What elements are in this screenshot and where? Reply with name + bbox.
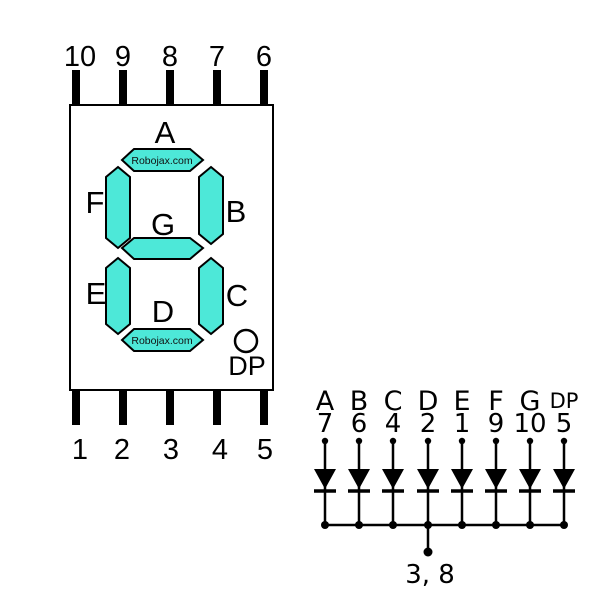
display-package: 10 9 8 7 6 A F B G E C D DP [64,41,274,466]
bottom-pin-numbers: 1 2 3 4 5 [72,434,273,466]
diode-triangle-icon [519,469,541,489]
diode-column-c: C 4 [382,386,404,529]
schematic-segment-letter: B [350,386,369,417]
bottom-pin-leads [72,389,268,425]
schematic-pin-number: 4 [385,409,402,439]
segment-e [105,256,131,336]
schematic-pin-number: 9 [488,409,505,439]
schematic-pin-number: 5 [556,409,573,439]
top-pin-numbers: 10 9 8 7 6 [64,41,272,73]
schematic-pin-number: 7 [317,409,334,439]
diode-column-f: F 9 [485,386,507,529]
schematic-segment-letter: C [384,386,403,417]
bottom-pin-number: 5 [257,434,273,466]
diode-triangle-icon [417,469,439,489]
segment-label-a: A [155,115,176,150]
schematic-segment-letter: DP [550,389,579,413]
segment-label-f: F [86,185,105,220]
pin-lead [119,389,127,425]
segment-g [120,237,205,260]
segment-label-d: D [152,294,174,329]
top-pin-number: 10 [64,41,96,73]
schematic-segment-letter: F [488,386,504,417]
schematic-segment-letter: G [520,386,541,417]
schematic-segment-letter: D [418,386,439,417]
top-pin-number: 6 [256,41,272,73]
top-pin-number: 7 [209,41,225,73]
segment-label-g: G [151,207,175,242]
diode-column-g: G 10 [513,386,547,529]
diode-triangle-icon [348,469,370,489]
segment-label-dp: DP [228,351,266,381]
diode-triangle-icon [451,469,473,489]
diode-column-dp: DP 5 [550,389,579,529]
segment-label-e: E [86,276,107,311]
watermark-text: Robojax.com [131,335,193,347]
diode-schematic: A 7 B 6 C 4 [314,386,578,590]
watermark-text: Robojax.com [131,155,193,167]
segment-dp-circle [233,328,259,354]
segment-label-b: B [226,194,247,229]
bottom-pin-number: 2 [114,434,130,466]
segment-c [198,256,224,336]
pin-lead [166,70,174,107]
pin-lead [213,389,221,425]
bottom-pin-number: 3 [163,434,179,466]
segment-d [120,328,205,352]
bottom-pin-number: 1 [72,434,88,466]
pin-lead [72,389,80,425]
diode-triangle-icon [485,469,507,489]
schematic-pin-number: 2 [420,409,437,439]
diode-triangle-icon [553,469,575,489]
schematic-pin-number: 10 [513,409,546,439]
diode-column-d: D 2 [417,386,439,529]
pin-lead [119,70,127,107]
segment-label-c: C [226,278,248,313]
common-pins-label: 3, 8 [405,560,455,590]
schematic-pin-number: 1 [454,409,471,439]
bottom-pin-number: 4 [212,434,228,466]
top-pin-leads [72,70,268,107]
pin-lead [260,70,268,107]
pin-lead [260,389,268,425]
segment-a [120,148,205,172]
pin-lead [166,389,174,425]
pin-lead [72,70,80,107]
segment-b [198,165,224,246]
schematic-segment-letter: E [453,386,470,417]
segment-f [105,165,131,250]
schematic-segment-letter: A [316,386,335,417]
diode-column-e: E 1 [451,386,473,529]
pin-lead [213,70,221,107]
diode-triangle-icon [314,469,336,489]
schematic-pin-number: 6 [351,409,368,439]
top-pin-number: 9 [115,41,131,73]
top-pin-number: 8 [162,41,178,73]
diode-column-b: B 6 [348,386,370,529]
diode-column-a: A 7 [314,386,336,529]
diode-triangle-icon [382,469,404,489]
common-terminal-dot [423,547,433,557]
